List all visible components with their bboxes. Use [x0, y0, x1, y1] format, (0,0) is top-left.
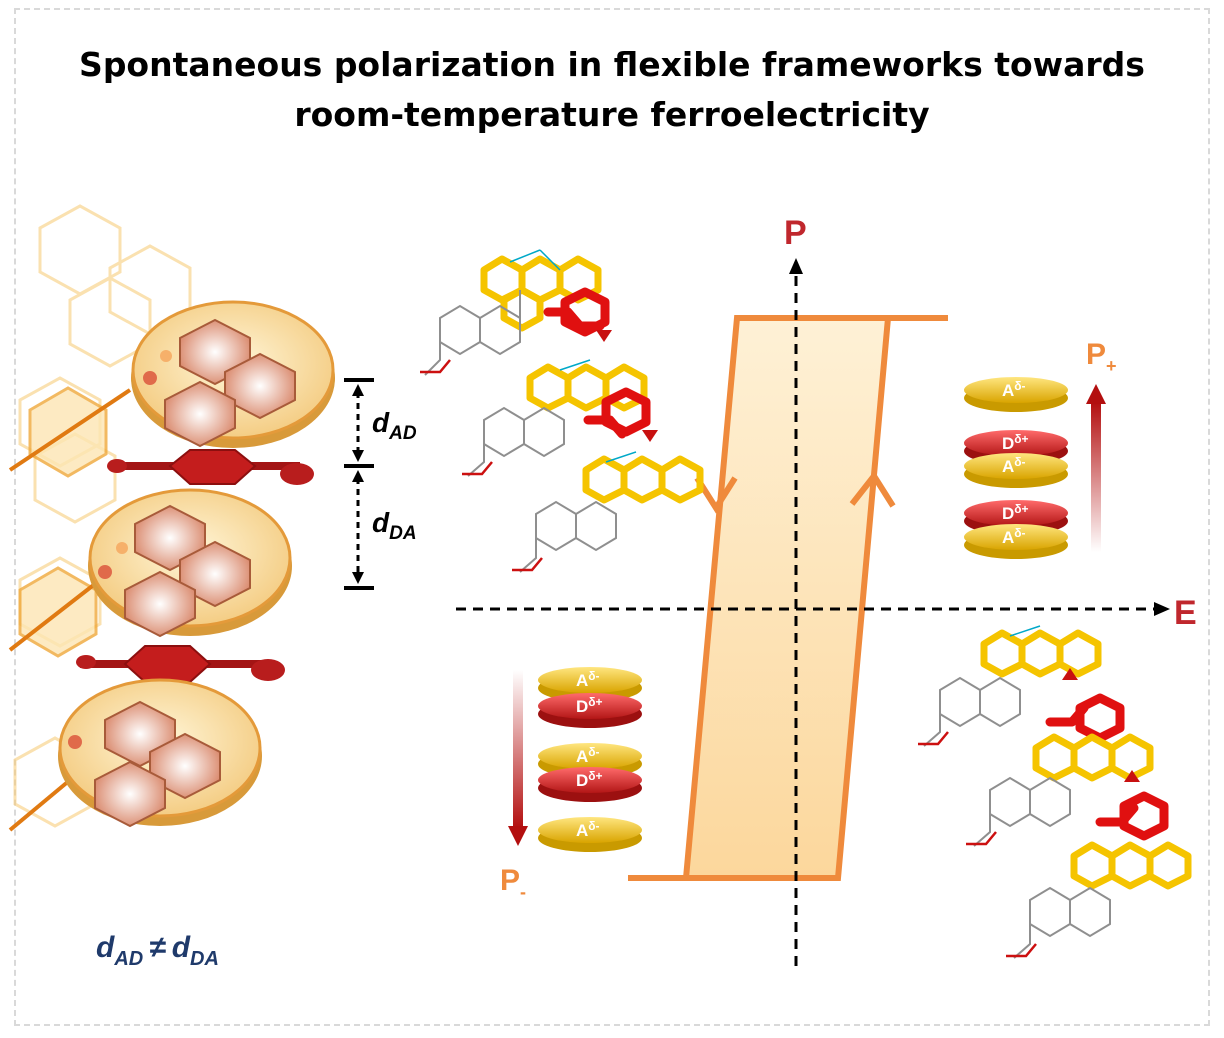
donor-linker-1 — [107, 449, 314, 485]
svg-text:Aδ-: Aδ- — [576, 745, 600, 766]
svg-text:Aδ-: Aδ- — [576, 669, 600, 690]
honeycomb-filled — [18, 386, 108, 658]
molecule-group-lower — [918, 625, 1192, 959]
stack-p-plus-disc-1: Aδ- — [964, 377, 1068, 412]
e-axis-label: E — [1174, 594, 1197, 632]
axes: P E — [456, 214, 1197, 966]
stack-p-plus: Aδ- Dδ+ Aδ- Dδ+ Aδ- P+ — [964, 338, 1117, 559]
stack-p-minus-disc-4: Dδ+ — [538, 767, 642, 802]
molecule-group-upper — [420, 249, 704, 573]
label-d-ad: dAD — [372, 407, 417, 444]
svg-text:Aδ-: Aδ- — [1002, 455, 1026, 476]
hysteresis-loop — [628, 315, 948, 881]
framework-illustration: dAD dDA dAD≠dDA — [8, 204, 417, 970]
figure-frame — [14, 8, 1210, 1026]
molecule-5 — [966, 733, 1169, 847]
stack-p-minus-disc-3: Aδ- — [538, 743, 642, 778]
svg-text:Dδ+: Dδ+ — [576, 695, 603, 716]
stack-p-minus-disc-5: Aδ- — [538, 817, 642, 852]
p-axis-label: P — [784, 214, 807, 252]
p-minus-arrow — [513, 670, 523, 828]
label-p-minus: P- — [500, 864, 526, 902]
p-plus-arrow — [1091, 402, 1101, 552]
svg-text:Aδ-: Aδ- — [1002, 526, 1026, 547]
p-axis-arrowhead — [789, 258, 803, 274]
figure-title: Spontaneous polarization in flexible fra… — [79, 45, 1145, 134]
svg-text:Dδ+: Dδ+ — [1002, 502, 1029, 523]
label-d-da: dDA — [372, 507, 417, 544]
svg-text:Aδ-: Aδ- — [576, 819, 600, 840]
p-minus-arrowhead — [508, 826, 528, 846]
stack-p-plus-disc-3: Aδ- — [964, 453, 1068, 488]
stack-p-plus-disc-5: Aδ- — [964, 524, 1068, 559]
molecule-4 — [918, 625, 1125, 747]
e-axis-arrowhead — [1154, 602, 1170, 616]
stack-p-minus-disc-2: Dδ+ — [538, 693, 642, 728]
molecule-1 — [420, 249, 612, 376]
svg-text:Dδ+: Dδ+ — [576, 769, 603, 790]
svg-text:Dδ+: Dδ+ — [1002, 432, 1029, 453]
acceptor-plate-1 — [131, 300, 335, 448]
loop-up-chevron — [849, 470, 896, 508]
framework-links — [8, 388, 132, 832]
distance-arrowheads — [352, 384, 364, 584]
molecule-3 — [512, 451, 704, 573]
acceptor-plate-2 — [88, 488, 292, 638]
donor-linker-2 — [76, 645, 285, 683]
stack-p-minus: Aδ- Dδ+ Aδ- Dδ+ Aδ- P- — [500, 667, 642, 902]
p-plus-arrowhead — [1086, 384, 1106, 404]
acceptor-plate-3 — [58, 678, 262, 828]
label-p-plus: P+ — [1086, 338, 1117, 376]
svg-text:Aδ-: Aδ- — [1002, 379, 1026, 400]
inequality-label: dAD≠dDA — [96, 931, 219, 970]
distance-markers — [344, 378, 374, 590]
molecule-6 — [1006, 841, 1192, 959]
molecule-2 — [462, 359, 658, 477]
